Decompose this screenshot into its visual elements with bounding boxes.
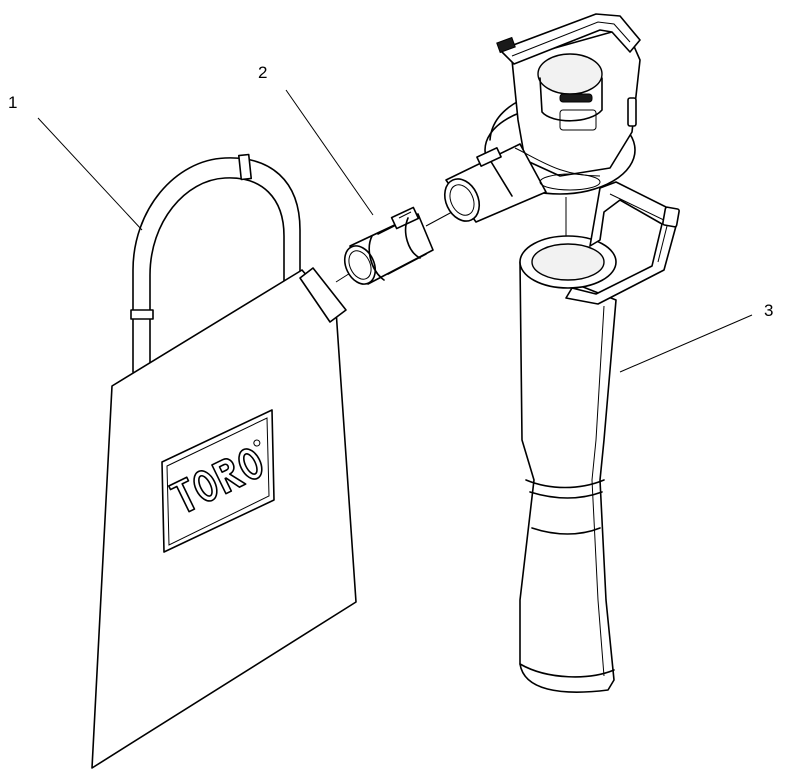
vacuum-tube xyxy=(519,181,680,693)
adapter-opening xyxy=(343,245,377,285)
blower-unit xyxy=(443,13,641,223)
bag-with-strap xyxy=(91,153,357,769)
tube-body xyxy=(519,261,617,693)
leader-line-2 xyxy=(285,89,374,216)
bag-spout xyxy=(299,267,347,323)
bag-strap xyxy=(132,157,301,373)
blower-handle xyxy=(499,13,641,65)
adapter-latch xyxy=(390,206,420,230)
callout-3: 3 xyxy=(764,301,774,320)
strap-clip-top xyxy=(237,153,253,181)
callout-1: 1 xyxy=(8,93,18,112)
toro-logo xyxy=(167,439,263,513)
coupling-adapter xyxy=(343,206,434,285)
leader-line-1 xyxy=(37,117,143,231)
strap-clip-side xyxy=(130,309,154,320)
callout-2: 2 xyxy=(258,63,268,82)
alignment-line-adapter-blower xyxy=(425,211,453,227)
bag-logo-panel xyxy=(161,409,275,553)
leader-line-3 xyxy=(619,314,753,373)
blower-trigger xyxy=(496,36,516,54)
